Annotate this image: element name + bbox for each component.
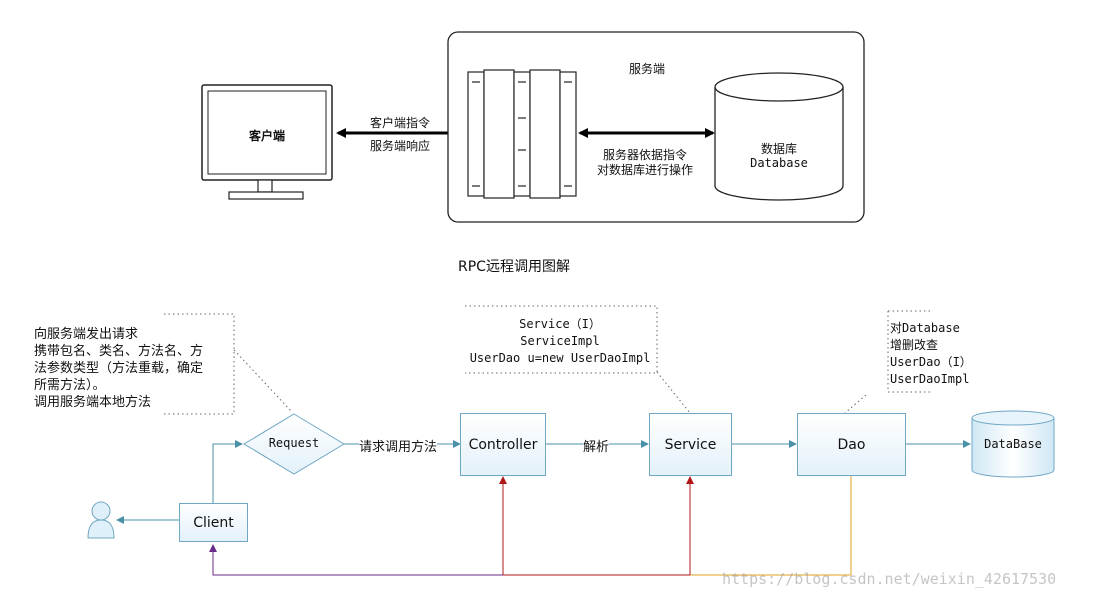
client-box: Client [179,503,248,542]
watermark: https://blog.csdn.net/weixin_42617530 [722,570,1057,588]
client-note-connector [233,349,293,413]
service-box: Service [649,413,732,476]
service-label: Service [664,436,717,453]
dao-return-line [690,476,852,576]
service-note-border [465,305,658,374]
request-diamond [243,413,345,475]
server-db-arrow-label: 服务器依据指令 对数据库进行操作 [590,148,700,178]
database-label-en: Database [750,156,808,170]
dao-note-connector [844,394,867,414]
dao-note: 对Database 增删改查 UserDao（I） UserDaoImpl [890,320,1000,388]
dao-note-line-1: 对Database [890,321,960,335]
client-note: 向服务端发出请求 携带包名、类名、方法名、方 法参数类型（方法重载，确定 所需方… [34,326,234,411]
server-region-title: 服务端 [629,62,666,76]
client-monitor-icon [201,84,333,200]
client-note-line-2: 携带包名、类名、方法名、方 [34,344,204,359]
service-note-line-2: ServiceImpl [520,334,600,348]
database-cylinder-icon [714,72,844,201]
flow-database-cylinder [971,410,1055,478]
client-return-line [209,544,503,576]
client-box-label: Client [193,514,234,531]
server-rack-icon [467,69,577,199]
service-note-line-3: UserDao u=new UserDaoImpl [469,351,651,365]
user-icon [87,501,115,539]
database-label-cn: 数据库 [760,142,797,156]
client-note-line-3: 法参数类型（方法重载，确定 [34,361,204,376]
client-note-line-1: 向服务端发出请求 [34,327,139,342]
client-server-arrow-label: 客户端指令 服务端响应 [360,116,440,154]
server-db-label-line-1: 服务器依据指令 [602,148,687,162]
client-server-label-line-1: 客户端指令 [369,116,430,130]
parse-edge-label: 解析 [583,436,610,455]
dao-note-line-2: 增删改查 [890,338,939,352]
client-label: 客户端 [248,129,285,143]
controller-label: Controller [468,436,538,453]
dao-note-line-3: UserDao（I） [890,355,972,369]
diagram-caption: RPC远程调用图解 [458,259,570,275]
service-note-line-1: Service（I） [519,317,601,331]
service-note: Service（I） ServiceImpl UserDao u=new Use… [430,316,690,367]
controller-return-line [499,476,690,576]
request-edge-label: 请求调用方法 [359,436,438,455]
client-note-line-4: 所需方法）。 [34,378,106,393]
flow-database-label: DataBase [984,437,1042,451]
dao-note-line-4: UserDaoImpl [890,372,970,386]
service-note-connector [656,371,691,414]
dao-label: Dao [837,436,866,453]
dao-note-border [887,310,932,393]
server-db-label-line-2: 对数据库进行操作 [596,163,693,177]
request-label: Request [268,436,320,450]
client-to-request-arrow [212,440,243,503]
client-note-line-5: 调用服务端本地方法 [34,395,152,410]
client-server-label-line-2: 服务端响应 [369,139,430,153]
controller-box: Controller [460,413,546,476]
dao-box: Dao [797,413,906,476]
